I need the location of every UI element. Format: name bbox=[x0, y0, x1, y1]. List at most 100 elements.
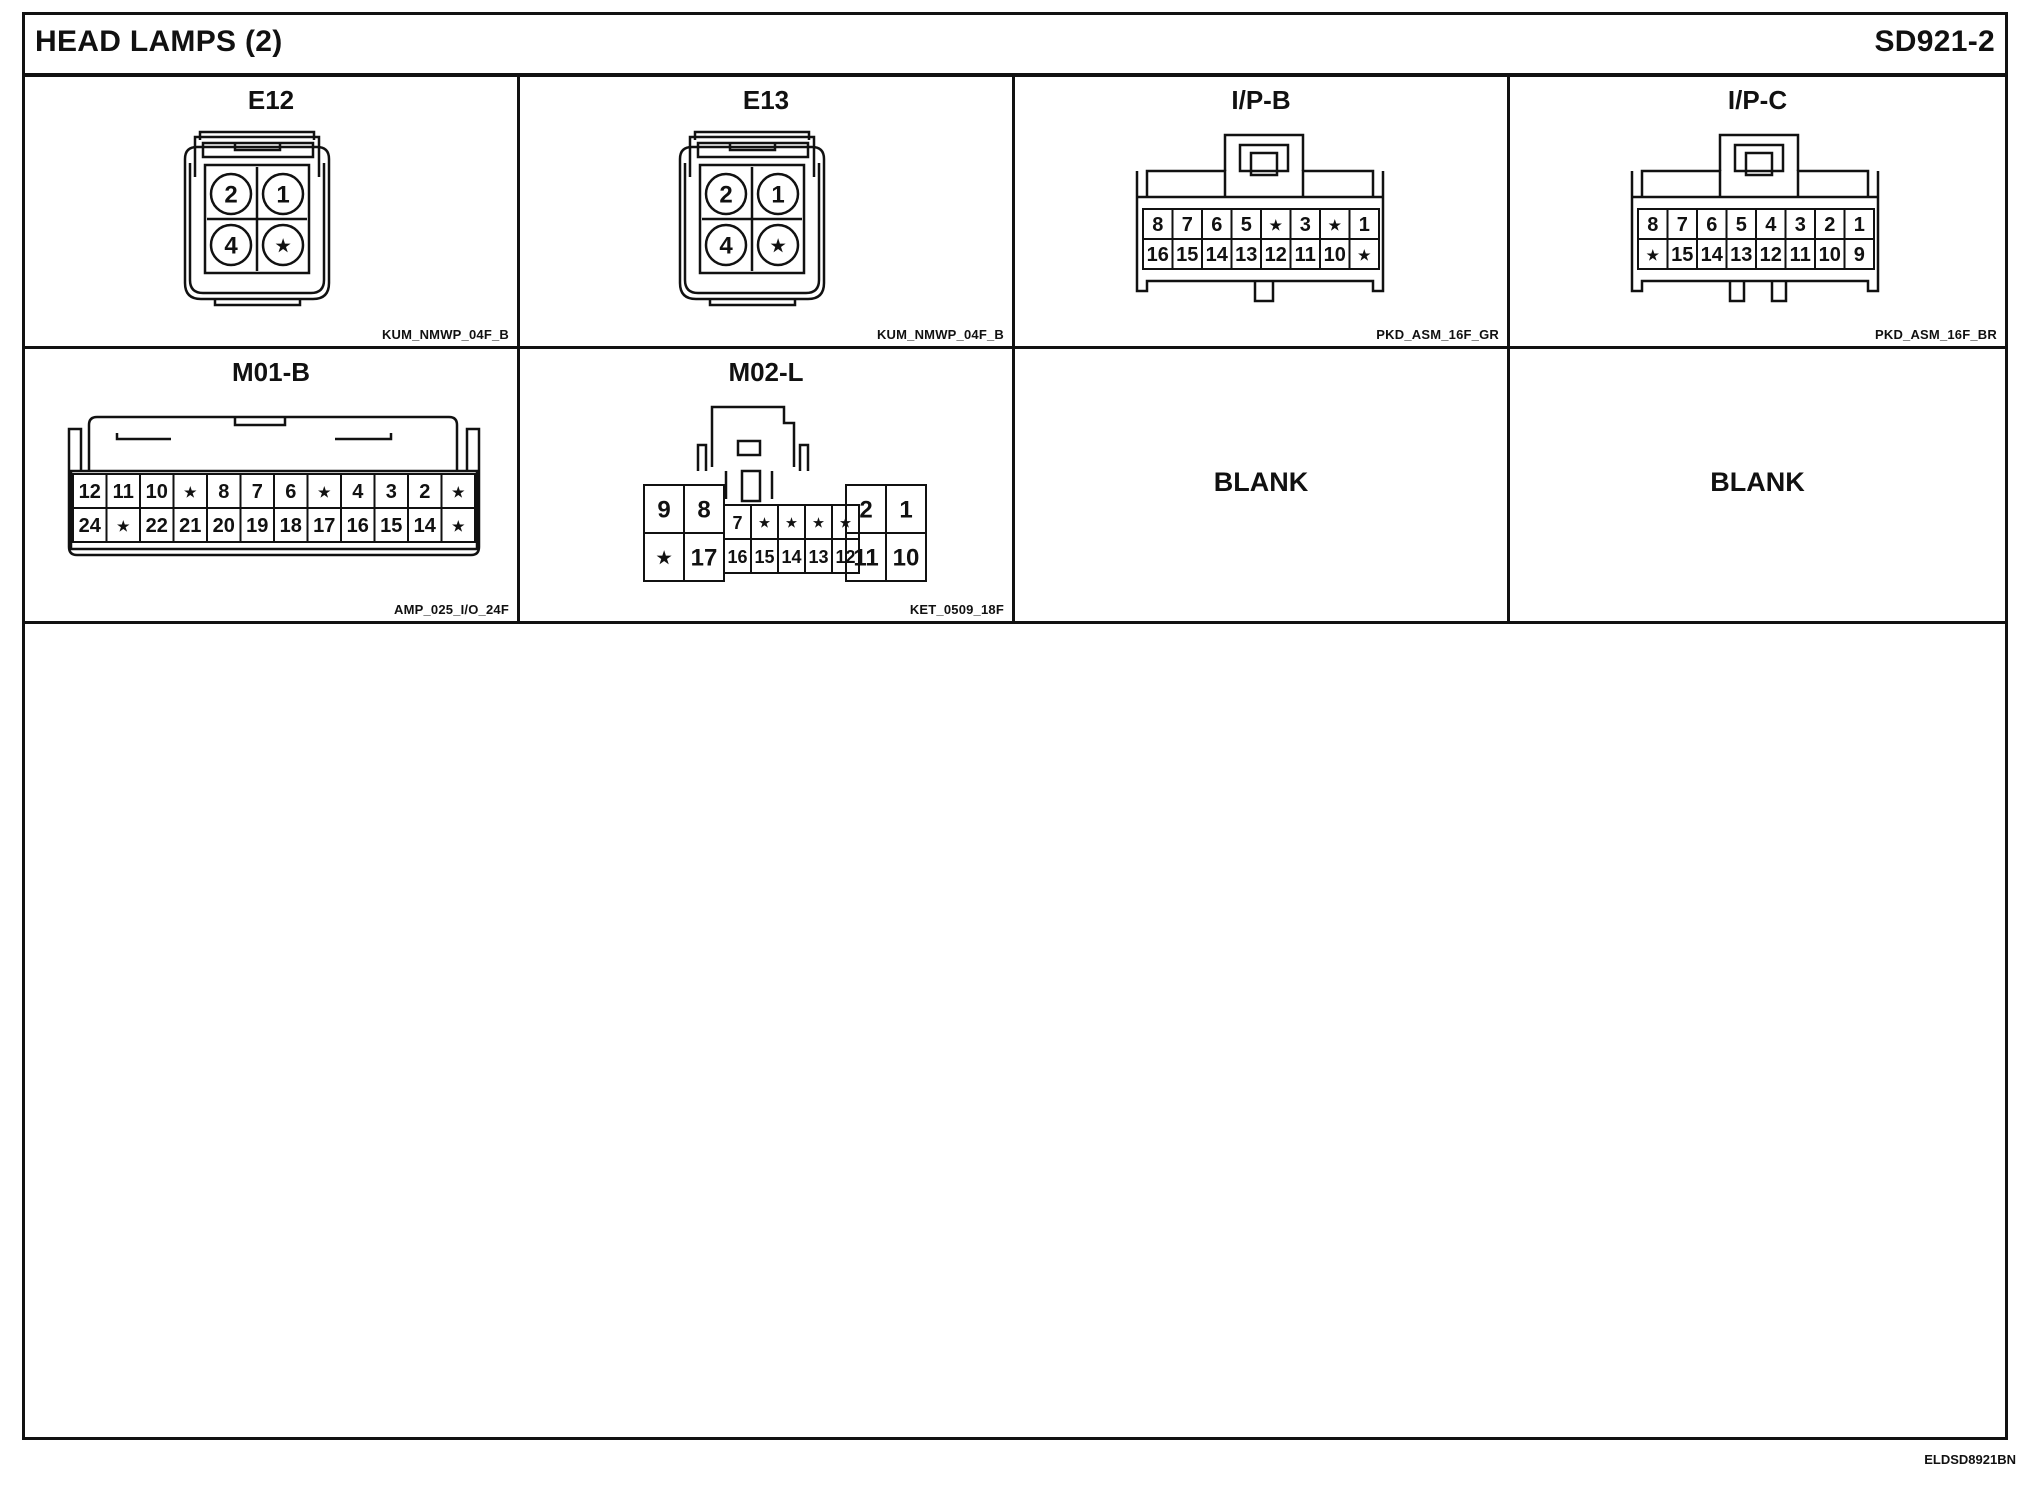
page-code: SD921-2 bbox=[1874, 25, 1995, 58]
pin-2: 2 bbox=[719, 182, 732, 209]
pin-16: 16 bbox=[347, 515, 369, 537]
pin-12: 12 bbox=[1265, 244, 1287, 266]
pin-2: 2 bbox=[859, 497, 872, 524]
pin-unused: ★ bbox=[813, 516, 825, 530]
pin-10: 10 bbox=[893, 545, 920, 572]
pin-14: 14 bbox=[781, 547, 801, 567]
header-bar: HEAD LAMPS (2) SD921-2 bbox=[25, 15, 2005, 77]
pin-3: 3 bbox=[386, 481, 397, 503]
pin-1: 1 bbox=[276, 182, 289, 209]
connector-name: E13 bbox=[742, 85, 790, 115]
pin-9: 9 bbox=[657, 497, 670, 524]
pin-10: 10 bbox=[1324, 244, 1346, 266]
pin-24: 24 bbox=[79, 515, 102, 537]
pin-7: 7 bbox=[732, 513, 742, 533]
pin-6: 6 bbox=[1211, 214, 1222, 236]
pin-21: 21 bbox=[179, 515, 201, 537]
pin-cell bbox=[440, 507, 476, 543]
pin-15: 15 bbox=[380, 515, 402, 537]
pin-8: 8 bbox=[218, 481, 229, 503]
pin-unused: ★ bbox=[1269, 217, 1282, 233]
pin-10: 10 bbox=[146, 481, 168, 503]
e13-pins: 2 1 4 ★ bbox=[704, 172, 800, 267]
pin-cell bbox=[1843, 238, 1875, 270]
pin-unused: ★ bbox=[452, 484, 465, 500]
pin-socket bbox=[704, 172, 748, 216]
pin-9: 9 bbox=[1854, 244, 1865, 266]
pin-7: 7 bbox=[252, 481, 263, 503]
pin-8: 8 bbox=[1647, 214, 1658, 236]
pin-unused: ★ bbox=[275, 237, 291, 256]
part-number: KUM_NMWP_04F_B bbox=[381, 327, 509, 342]
pin-11: 11 bbox=[1295, 244, 1316, 266]
pin-5: 5 bbox=[1241, 214, 1252, 236]
pin-unused: ★ bbox=[117, 518, 130, 534]
pin-11: 11 bbox=[853, 545, 878, 572]
pin-socket bbox=[261, 223, 305, 267]
pin-13: 13 bbox=[808, 547, 828, 567]
pin-4: 4 bbox=[224, 233, 238, 260]
pin-4: 4 bbox=[352, 481, 364, 503]
connector-name: M01-B bbox=[231, 357, 310, 387]
pin-unused: ★ bbox=[786, 516, 798, 530]
part-number: PKD_ASM_16F_BR bbox=[1874, 327, 1997, 342]
pin-7: 7 bbox=[1677, 214, 1688, 236]
cell-e13: E13 2 1 4 ★ KUM_NMWP_04F_B bbox=[520, 77, 1015, 349]
connector-e13-drawing: 2 1 4 ★ bbox=[678, 130, 826, 307]
connector-name: I/P-C bbox=[1727, 85, 1788, 115]
pin-17: 17 bbox=[313, 515, 335, 537]
pin-15: 15 bbox=[1176, 244, 1198, 266]
pin-unused: ★ bbox=[318, 484, 331, 500]
pin-8: 8 bbox=[1152, 214, 1163, 236]
pin-unused: ★ bbox=[770, 237, 786, 256]
pin-unused: ★ bbox=[184, 484, 197, 500]
pin-13: 13 bbox=[1235, 244, 1257, 266]
pin-3: 3 bbox=[1300, 214, 1311, 236]
part-number: KUM_NMWP_04F_B bbox=[876, 327, 1004, 342]
pin-6: 6 bbox=[285, 481, 296, 503]
pin-12: 12 bbox=[79, 481, 101, 503]
pin-cell bbox=[1348, 238, 1380, 270]
pin-12: 12 bbox=[1760, 244, 1782, 266]
part-number: KET_0509_18F bbox=[909, 602, 1004, 617]
pin-16: 16 bbox=[1147, 244, 1169, 266]
pin-22: 22 bbox=[146, 515, 168, 537]
pin-socket bbox=[756, 172, 800, 216]
pin-6: 6 bbox=[1706, 214, 1717, 236]
pin-unused: ★ bbox=[1358, 247, 1371, 263]
pin-1: 1 bbox=[771, 182, 784, 209]
pin-15: 15 bbox=[1671, 244, 1693, 266]
pin-18: 18 bbox=[280, 515, 302, 537]
pin-socket bbox=[209, 223, 253, 267]
connector-name: M02-L bbox=[728, 357, 804, 387]
pin-5: 5 bbox=[1736, 214, 1747, 236]
pin-4: 4 bbox=[719, 233, 733, 260]
blank-label: BLANK bbox=[1710, 467, 1805, 497]
page-title: HEAD LAMPS (2) bbox=[35, 25, 283, 58]
pin-14: 14 bbox=[414, 515, 437, 537]
pin-8: 8 bbox=[697, 497, 710, 524]
pin-1: 1 bbox=[1854, 214, 1865, 236]
blank-label: BLANK bbox=[1213, 467, 1309, 497]
pin-socket bbox=[756, 223, 800, 267]
pin-11: 11 bbox=[1790, 244, 1811, 266]
pin-11: 11 bbox=[113, 481, 134, 503]
document-id: ELDSD8921BN bbox=[1924, 1452, 2016, 1467]
pin-15: 15 bbox=[754, 547, 774, 567]
pin-2: 2 bbox=[1824, 214, 1835, 236]
pin-cell bbox=[885, 532, 927, 582]
pin-unused: ★ bbox=[452, 518, 465, 534]
